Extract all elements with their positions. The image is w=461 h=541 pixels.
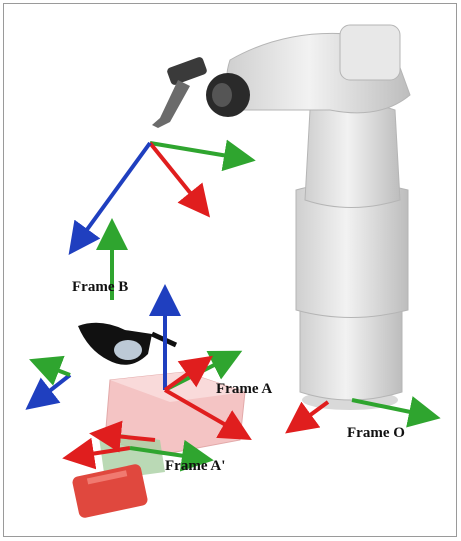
frame-b-axes: [78, 143, 240, 242]
glasses-icon: [78, 323, 176, 365]
robot-arm-icon: [152, 25, 410, 410]
frame-a-label: Frame A: [216, 381, 272, 398]
frame-a-prime-label: Frame A': [165, 458, 225, 475]
frame-o-label: Frame O: [347, 425, 405, 442]
glasses-frame-axes: [38, 365, 70, 400]
frame-b-label: Frame B: [72, 279, 128, 296]
